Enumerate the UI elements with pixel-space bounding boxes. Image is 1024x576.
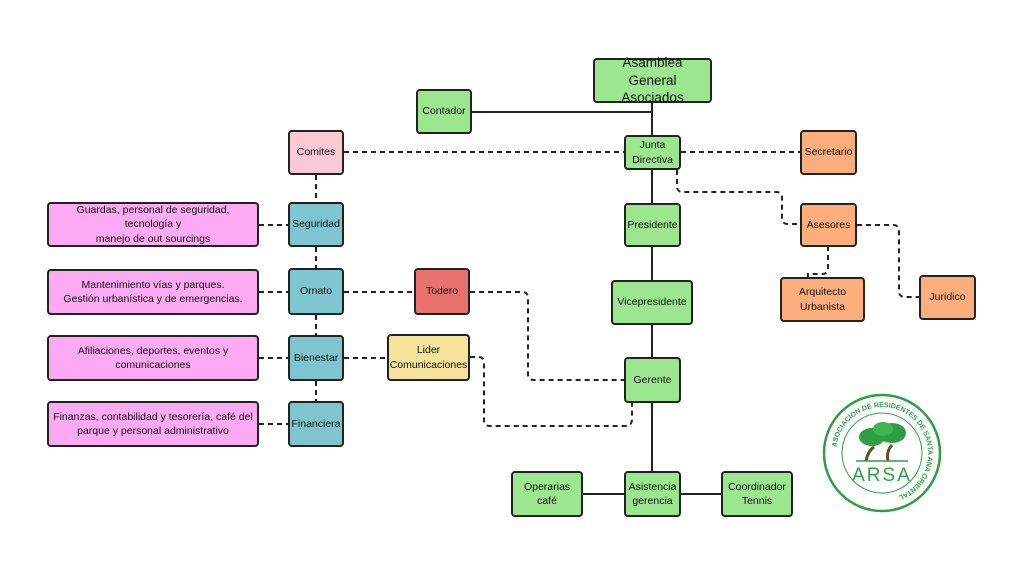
node-comites: Comites xyxy=(288,130,344,175)
node-secretario: Secretario xyxy=(800,130,857,175)
node-todero: Todero xyxy=(414,268,470,315)
line-lider-gerente xyxy=(470,356,633,427)
line-todero-gerente xyxy=(470,291,625,381)
node-asamblea-general: Asamblea General Asociados xyxy=(593,55,712,105)
desc-ornato: Mantenimiento vías y parques. Gestión ur… xyxy=(47,269,259,315)
line-asesores-arquitecto xyxy=(807,246,829,278)
node-contador: Contador xyxy=(416,89,472,134)
line-junta-asesores xyxy=(676,170,800,225)
desc-seguridad: Guardas, personal de seguridad, tecnolog… xyxy=(47,202,259,247)
desc-bienestar: Afiliaciones, deportes, eventos y comuni… xyxy=(47,335,259,381)
node-presidente: Presidente xyxy=(624,203,681,247)
node-ornato: Ornato xyxy=(288,268,344,315)
node-lider-comunicaciones: Lider Comunicaciones xyxy=(387,334,470,381)
line-asesores-juridico xyxy=(857,224,919,298)
node-juridico: Juridico xyxy=(919,275,976,320)
node-coordinador-tennis: Coordinador Tennis xyxy=(721,471,793,517)
node-gerente: Gerente xyxy=(624,357,681,403)
trees-icon xyxy=(856,422,908,462)
logo-name: ARSA xyxy=(852,465,912,486)
node-asistencia-gerencia: Asistencia gerencia xyxy=(624,471,681,517)
node-financiera: Financiera xyxy=(288,401,344,447)
node-seguridad: Seguridad xyxy=(288,202,344,247)
desc-financiera: Finanzas, contabilidad y tesorería, café… xyxy=(47,401,259,447)
node-arquitecto-urbanista: Arquitecto Urbanista xyxy=(780,277,865,322)
node-operarias-cafe: Operarias café xyxy=(511,471,583,517)
node-bienestar: Bienestar xyxy=(288,335,344,381)
node-vicepresidente: Vicepresidente xyxy=(611,280,693,325)
node-asesores: Asesores xyxy=(800,203,857,247)
node-junta-directiva: Junta Directiva xyxy=(624,135,681,170)
arsa-logo: ASOCIACION DE RESIDENTES DE SANTA ANA OR… xyxy=(822,393,942,513)
